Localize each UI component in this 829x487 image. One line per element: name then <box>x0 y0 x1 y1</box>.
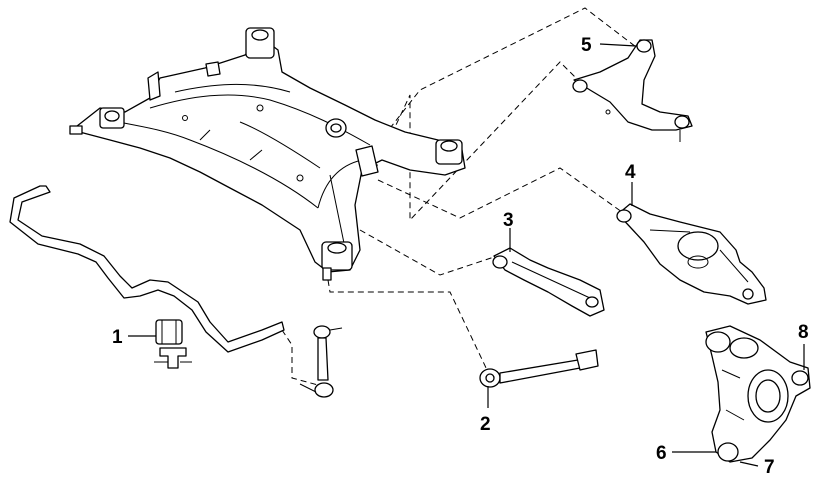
lateral-link-part2 <box>479 349 599 388</box>
callout-1: 1 <box>112 327 123 348</box>
callout-4: 4 <box>625 162 636 183</box>
stabilizer-bushing <box>154 319 192 369</box>
dashed-line-part5-upper <box>364 7 641 161</box>
subframe-bushing-right <box>435 139 463 165</box>
dashed-line-link <box>281 329 319 386</box>
assembly-dashed-lines <box>281 7 641 386</box>
subframe-bushing-top <box>245 27 275 59</box>
leader-7 <box>739 461 759 467</box>
link-part3 <box>492 247 605 317</box>
callout-2: 2 <box>480 414 491 435</box>
dashed-line-part3 <box>359 229 501 276</box>
lower-control-arm-part4 <box>616 203 767 305</box>
steering-knuckle <box>705 325 811 463</box>
stabilizer-bar <box>9 185 285 353</box>
dashed-line-part4 <box>377 167 623 219</box>
callout-7: 7 <box>764 457 775 478</box>
subframe-bushing-front-left <box>99 107 125 129</box>
dashed-line-part5-lower <box>374 61 579 222</box>
dashed-line-part2 <box>327 279 489 373</box>
subframe-bushing-rear <box>321 241 353 281</box>
callout-6: 6 <box>656 443 667 464</box>
stabilizer-link <box>299 325 343 398</box>
callout-5: 5 <box>581 35 592 56</box>
subframe <box>69 27 466 281</box>
subframe-bushing-center <box>325 118 347 138</box>
leader-lines <box>128 43 805 467</box>
callout-3: 3 <box>503 210 514 231</box>
callout-8: 8 <box>798 322 809 343</box>
callouts: 1 2 3 4 5 6 7 8 <box>112 35 809 478</box>
leader-5 <box>599 43 637 47</box>
